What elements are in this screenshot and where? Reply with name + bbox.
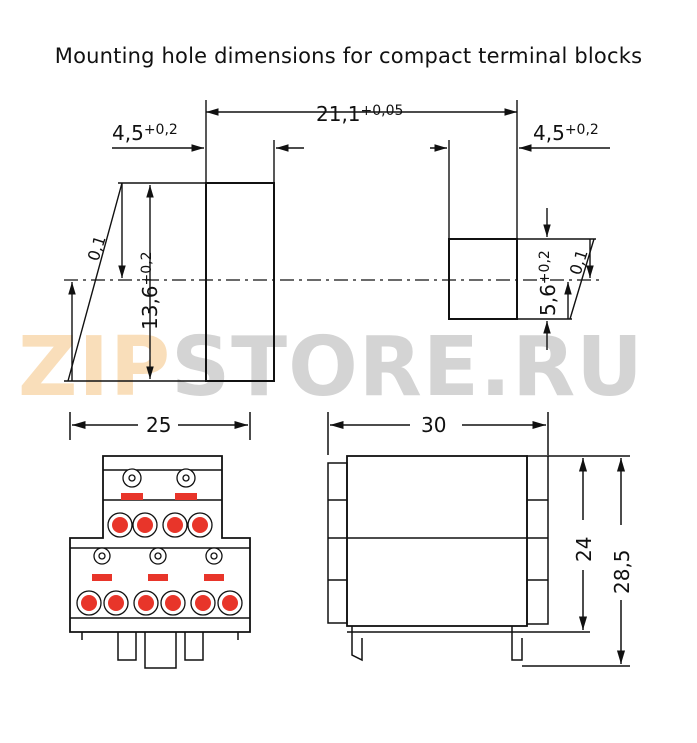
front-view: [69, 412, 251, 669]
front-view-details: [76, 468, 243, 616]
left-offset-dimension: 4,5+0,2: [112, 121, 178, 145]
outer-height-dimension: 28,5: [610, 549, 634, 594]
left-mounting-hole: [205, 182, 275, 382]
watermark: ZIPSTORE.RU: [18, 320, 644, 415]
top-lever-left: [122, 468, 142, 488]
left-gap-dimension: 0,1: [84, 233, 110, 263]
inner-height-dimension: 24: [572, 537, 596, 562]
top-lever-right: [176, 468, 196, 488]
left-height-dimension: 13,6+0,2: [138, 251, 162, 330]
right-gap-dimension: 0,1: [566, 247, 592, 277]
side-width-dimension: 30: [421, 413, 446, 437]
marker-slot: [175, 493, 197, 500]
right-offset-dimension: 4,5+0,2: [533, 121, 599, 145]
mounting-hole-diagram: [64, 100, 610, 382]
bottom-pins: [76, 590, 243, 616]
page-title: Mounting hole dimensions for compact ter…: [54, 44, 643, 68]
front-width-dimension: 25: [146, 413, 171, 437]
bottom-dimension-labels: 25 30 24 28,5: [146, 413, 634, 594]
top-dimension-labels: 21,1+0,05 4,5+0,2 4,5+0,2 13,6+0,2 0,1 5…: [84, 102, 599, 330]
top-pins: [107, 512, 213, 538]
span-dimension: 21,1+0,05: [316, 102, 403, 126]
side-view: [327, 412, 630, 667]
right-mounting-hole: [448, 238, 518, 320]
right-height-dimension: 5,6+0,2: [536, 250, 560, 316]
marker-slot: [121, 493, 143, 500]
